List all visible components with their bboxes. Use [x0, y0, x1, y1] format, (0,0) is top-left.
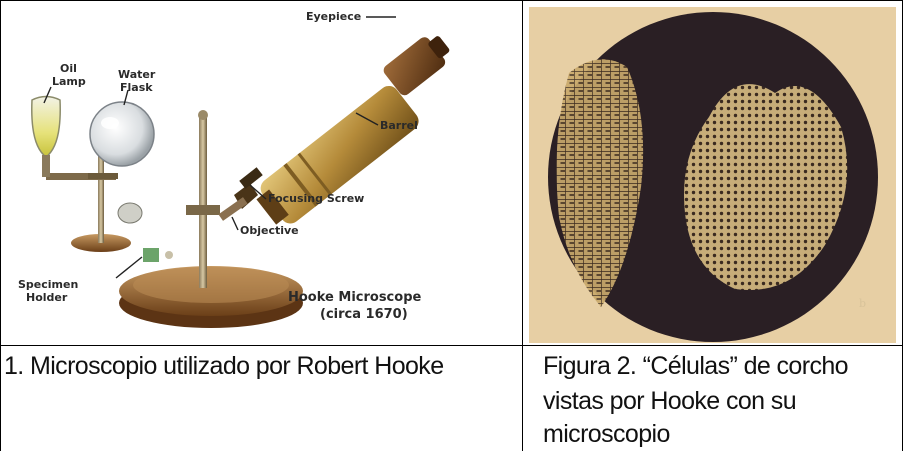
- lamp-stand-pole: [98, 155, 104, 243]
- label-lamp: Lamp: [52, 75, 86, 88]
- pillar-clamp: [186, 205, 220, 215]
- lamp-stand-arm: [46, 173, 116, 180]
- label-eyepiece: Eyepiece: [306, 10, 361, 23]
- barrel: [260, 85, 419, 224]
- cork-cells-drawing: b: [529, 7, 896, 343]
- water-flask: [89, 101, 155, 167]
- microscope-pillar: [199, 118, 207, 288]
- specimen-holder-leader: [115, 256, 143, 279]
- label-water: Water: [118, 68, 156, 81]
- oil-lamp: [31, 95, 61, 158]
- oil-lamp-neck: [42, 155, 50, 177]
- flask-holder: [88, 173, 118, 179]
- condenser-lens: [117, 202, 143, 224]
- label-barrel: Barrel: [380, 119, 418, 132]
- pillar-knob: [198, 110, 208, 120]
- cork-section-left: [556, 59, 644, 308]
- flask-highlight: [101, 117, 119, 129]
- objective-mount: [218, 197, 248, 221]
- eyepiece-cap: [428, 36, 450, 59]
- oil-lamp-leader: [43, 86, 52, 104]
- label-oil: Oil: [60, 62, 77, 75]
- barrel-ring-1: [283, 163, 319, 207]
- specimen-holder: [143, 248, 159, 262]
- table-row-divider: [0, 345, 903, 346]
- barrel-group: [256, 85, 419, 225]
- base-top: [133, 267, 289, 303]
- label-focusing-screw: Focusing Screw: [268, 192, 364, 205]
- label-objective: Objective: [240, 224, 299, 237]
- objective-leader: [231, 216, 239, 231]
- caption-figure2-line3: microscopio: [543, 420, 670, 448]
- table-border-top: [0, 0, 903, 1]
- cork-section-right: [684, 84, 848, 291]
- label-specimen: Specimen: [18, 278, 78, 291]
- cork-cells-image: b: [529, 7, 896, 343]
- caption-figure2-line1: Figura 2. “Células” de corcho: [543, 352, 849, 380]
- label-flask: Flask: [120, 81, 153, 94]
- eyepiece: [383, 37, 446, 96]
- eyepiece-group: [383, 36, 450, 96]
- label-holder: Holder: [26, 291, 68, 304]
- specimen-pin: [165, 251, 173, 259]
- figure1-title-line2: (circa 1670): [320, 307, 408, 322]
- figure1-title-line1: Hooke Microscope: [288, 290, 422, 305]
- barrel-ring-2: [297, 152, 332, 196]
- focusing-screw: [239, 167, 263, 189]
- caption-figure1: 1. Microscopio utilizado por Robert Hook…: [4, 352, 444, 380]
- caption-figure2-line2: vistas por Hooke con su: [543, 387, 797, 415]
- water-flask-leader: [123, 89, 129, 106]
- figure-corner-mark: b: [859, 297, 866, 310]
- focusing-screw-leader: [249, 184, 267, 200]
- table-column-divider: [522, 0, 523, 451]
- table-border-left: [0, 0, 1, 451]
- barrel-leader: [355, 112, 379, 126]
- hooke-microscope-illustration: Eyepiece Oil Lamp Water Flask Barrel Foc…: [6, 5, 518, 343]
- microscope-drawing: Eyepiece Oil Lamp Water Flask Barrel Foc…: [18, 10, 450, 328]
